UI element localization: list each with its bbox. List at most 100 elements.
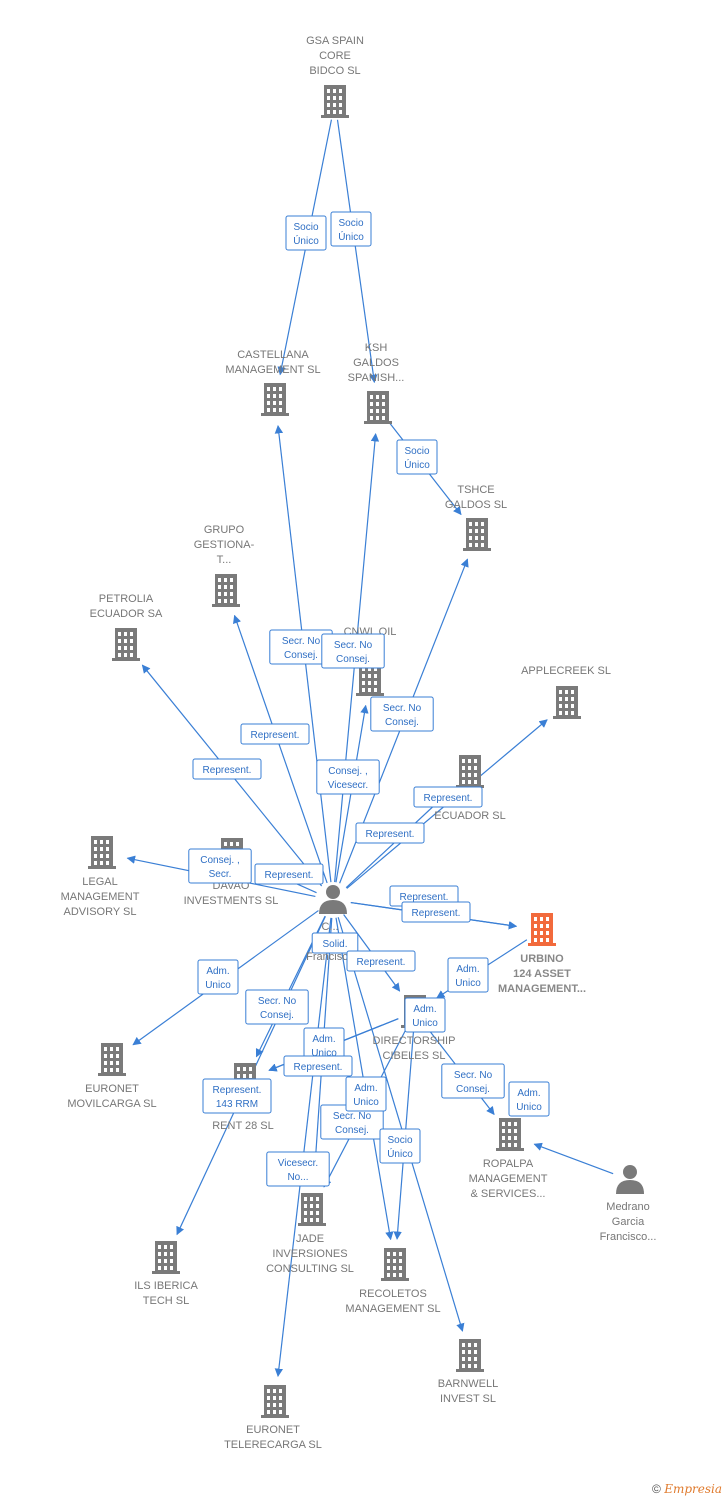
node-label: CONSULTING SL [266, 1263, 354, 1275]
node-label: GSA SPAIN [306, 35, 364, 47]
node-label: & SERVICES... [471, 1188, 546, 1200]
edge-label[interactable]: Represent. [192, 758, 262, 780]
node-label: RECOLETOS [359, 1288, 427, 1300]
edge-label-text: Secr. [209, 869, 232, 880]
edge-label[interactable]: Consej. ,Vicesecr. [316, 759, 380, 795]
edge-label[interactable]: Adm.Unico [508, 1081, 550, 1117]
node-label: KSH [365, 342, 388, 354]
node-label: INVERSIONES [272, 1248, 347, 1260]
edge-label-text: Represent. [251, 730, 300, 741]
edge-label-text: Unico [455, 978, 481, 989]
building-icon [456, 755, 484, 788]
node-label: GRUPO [204, 524, 245, 536]
edge-label-text: Unico [353, 1097, 379, 1108]
edge-label-text: Represent. [357, 957, 406, 968]
edge-label-text: Socio [293, 222, 318, 233]
building-icon [381, 1248, 409, 1281]
node-label: Francisco... [600, 1231, 657, 1243]
edge-label[interactable]: Adm.Unico [447, 957, 489, 993]
edge-label-text: Socio [338, 218, 363, 229]
edge-label[interactable]: Represent. [240, 723, 310, 745]
node-jade[interactable]: JADE INVERSIONES CONSULTING SL [266, 1193, 354, 1275]
building-icon [356, 663, 384, 696]
edge-label-text: Secr. No [282, 636, 321, 647]
node-label: TECH SL [143, 1295, 189, 1307]
building-icon [298, 1193, 326, 1226]
edge-label-text: Socio [387, 1135, 412, 1146]
edge-label-text: Secr. No [333, 1111, 372, 1122]
building-icon [553, 686, 581, 719]
edge-label[interactable]: Represent. [355, 822, 425, 844]
node-label: PETROLIA [99, 593, 154, 605]
node-medrano[interactable]: MedranoGarciaFrancisco... [600, 1165, 657, 1243]
edge-label-text: Adm. [413, 1004, 436, 1015]
edge-label-text: Consej. , [328, 766, 367, 777]
node-label: MOVILCARGA SL [67, 1098, 156, 1110]
edge-label[interactable]: Represent. [413, 786, 483, 808]
brand-logo[interactable]: Empresia [664, 1482, 722, 1496]
node-label: RENT 28 SL [212, 1120, 274, 1132]
edge-label-text: Represent. [265, 870, 314, 881]
node-label: BARNWELL [438, 1378, 499, 1390]
edge-person-barnwell [337, 917, 465, 1332]
building-icon [321, 85, 349, 118]
edge-label[interactable]: Consej. ,Secr. [188, 848, 252, 884]
edge-person-grupo [233, 614, 328, 884]
node-applecreek[interactable]: APPLECREEK SL [521, 665, 611, 719]
edge-label[interactable]: Adm.Unico [345, 1076, 387, 1112]
copyright-symbol: © [652, 1482, 661, 1496]
edge-label[interactable]: Adm.Unico [404, 997, 446, 1033]
edge-label[interactable]: Solid. [311, 932, 359, 954]
edge-label-text: Consej. [284, 650, 318, 661]
node-label: JADE [296, 1233, 324, 1245]
building-icon [152, 1241, 180, 1274]
edge-label-text: Secr. No [334, 640, 373, 651]
edge-label[interactable]: Adm.Unico [197, 959, 239, 995]
node-label: ILS IBERICA [134, 1280, 198, 1292]
edge-label[interactable]: Vicesecr.No... [266, 1151, 330, 1187]
edge-label[interactable]: Represent.143 RRM [202, 1078, 272, 1114]
node-ksh[interactable]: KSHGALDOSSPANISH... [348, 342, 405, 424]
edge-label[interactable]: Represent. [401, 901, 471, 923]
edge-label-text: Secr. No [258, 996, 297, 1007]
node-label: C... [321, 921, 338, 933]
node-ils[interactable]: ILS IBERICA TECH SL [134, 1241, 198, 1307]
building-icon [456, 1339, 484, 1372]
edge-label[interactable]: Represent. [346, 950, 416, 972]
building-icon [261, 383, 289, 416]
node-label: ROPALPA [483, 1158, 534, 1170]
building-icon [364, 391, 392, 424]
edge-label[interactable]: Represent. [283, 1055, 353, 1077]
edge-label-text: Adm. [206, 966, 229, 977]
node-person[interactable]: C...Fr...Francisco [306, 885, 354, 963]
node-label: CORE [319, 50, 351, 62]
node-label: EURONET [246, 1424, 300, 1436]
node-ecuador[interactable]: ECUADOR SL [434, 755, 506, 822]
node-label: CASTELLANA [237, 349, 309, 361]
edge-label-text: Adm. [312, 1034, 335, 1045]
building-icon [112, 628, 140, 661]
node-grupo[interactable]: GRUPOGESTIONA-T... [194, 524, 255, 607]
edge-label[interactable]: Represent. [254, 863, 324, 885]
building-icon [496, 1118, 524, 1151]
node-label: Garcia [612, 1216, 645, 1228]
